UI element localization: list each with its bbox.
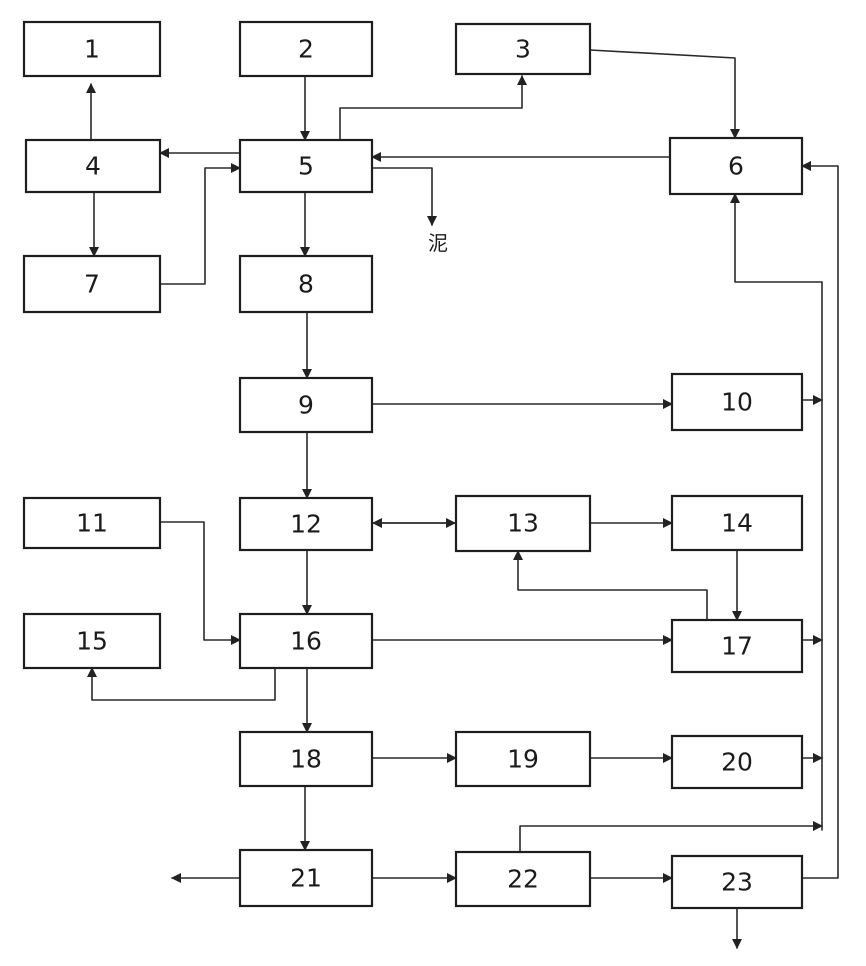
- box-label: 2: [298, 35, 314, 64]
- box-label: 7: [84, 270, 100, 299]
- edge-17-to-13: [513, 550, 708, 621]
- box-label: 13: [507, 509, 539, 538]
- box-5: 5: [238, 138, 374, 194]
- box-label: 14: [721, 509, 753, 538]
- box-8: 8: [238, 254, 374, 314]
- edge-16-to-15: [87, 667, 276, 701]
- box-label: 11: [76, 509, 108, 538]
- box-15: 15: [22, 612, 162, 670]
- box-label: 20: [721, 748, 753, 777]
- box-label: 8: [298, 270, 314, 299]
- box-9: 9: [238, 376, 374, 434]
- edge-5-to-mud-outlet: [371, 167, 437, 226]
- box-label: 17: [721, 632, 753, 661]
- edge-5-to-3: [339, 75, 527, 141]
- box-10: 10: [670, 372, 804, 432]
- box-12: 12: [238, 496, 374, 552]
- mud-outlet-label: 泥: [428, 231, 448, 255]
- box-17: 17: [670, 618, 804, 674]
- box-label: 21: [290, 864, 322, 893]
- edge-11-to-16: [159, 521, 241, 645]
- box-label: 23: [721, 868, 753, 897]
- edge-22-to-trunk: [519, 821, 823, 853]
- box-7: 7: [22, 254, 162, 314]
- box-label: 19: [507, 745, 539, 774]
- box-20: 20: [670, 734, 804, 790]
- box-label: 12: [290, 510, 322, 539]
- box-21: 21: [238, 848, 374, 908]
- box-1: 1: [22, 20, 162, 78]
- box-16: 16: [238, 612, 374, 670]
- edge-3-to-6: [589, 49, 740, 139]
- box-22: 22: [454, 850, 592, 908]
- box-19: 19: [454, 730, 592, 788]
- edge-7-to-5: [159, 163, 241, 285]
- box-14: 14: [670, 494, 804, 552]
- edge-trunk-to-6: [730, 193, 823, 283]
- box-label: 15: [76, 627, 108, 656]
- box-label: 9: [298, 391, 314, 420]
- box-label: 18: [290, 745, 322, 774]
- box-label: 4: [85, 152, 101, 181]
- box-label: 3: [515, 35, 531, 64]
- box-label: 5: [298, 152, 314, 181]
- box-label: 6: [728, 152, 744, 181]
- box-6: 6: [668, 136, 804, 196]
- box-label: 16: [290, 627, 322, 656]
- box-3: 3: [454, 22, 592, 76]
- box-label: 22: [507, 865, 539, 894]
- box-label: 1: [84, 35, 100, 64]
- box-23: 23: [670, 854, 804, 910]
- box-4: 4: [24, 138, 162, 194]
- box-13: 13: [454, 494, 592, 553]
- edge-23-to-6: [801, 161, 839, 879]
- box-18: 18: [238, 730, 374, 788]
- box-2: 2: [238, 20, 374, 78]
- box-label: 10: [721, 388, 753, 417]
- box-11: 11: [22, 496, 162, 550]
